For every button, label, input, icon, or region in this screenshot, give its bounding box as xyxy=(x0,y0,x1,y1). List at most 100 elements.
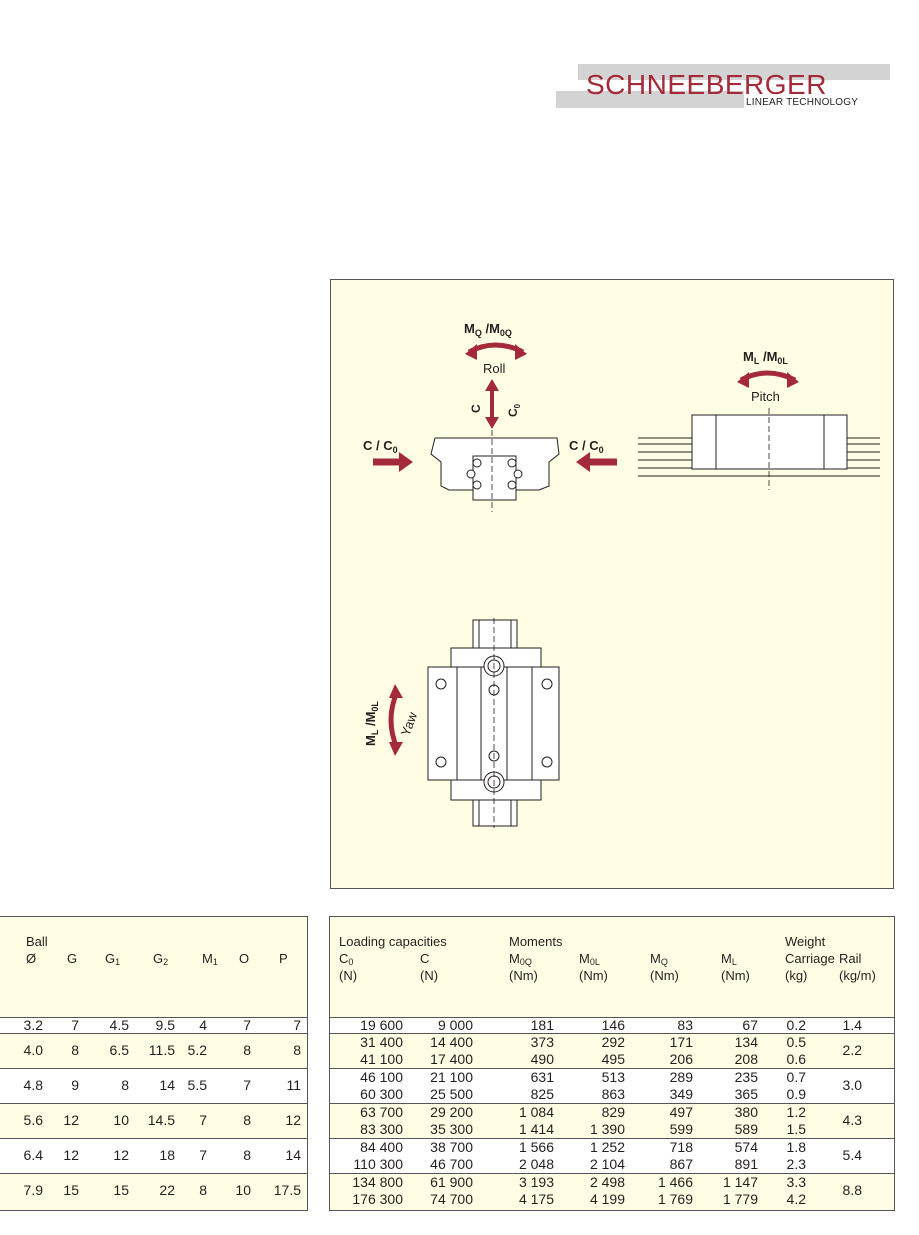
column-header: C0 xyxy=(339,951,354,967)
column-unit: (N) xyxy=(420,968,439,983)
table-cell: 1.2 xyxy=(786,1104,806,1120)
table-cell: 46 700 xyxy=(430,1156,473,1172)
header-ball: Ball xyxy=(26,934,48,949)
yaw-label: Yaw xyxy=(398,709,421,738)
table-cell: 46 100 xyxy=(360,1069,403,1085)
table-cell: 7 xyxy=(71,1017,79,1033)
table-cell: 17 400 xyxy=(430,1051,473,1067)
lateral-load-arrow-right xyxy=(576,452,617,472)
table-cell: 10 xyxy=(235,1182,251,1198)
header-loading-capacities: Loading capacities xyxy=(339,934,447,949)
table-cell: 83 300 xyxy=(360,1121,403,1137)
table-cell: 17.5 xyxy=(273,1182,301,1198)
table-cell: 15 xyxy=(63,1182,79,1198)
table-cell: 825 xyxy=(530,1086,554,1102)
column-unit: (Nm) xyxy=(579,968,608,983)
table-cell: 12 xyxy=(63,1147,79,1163)
table-cell: 5.6 xyxy=(23,1112,43,1128)
header-p: P xyxy=(279,951,288,966)
table-cell: 8 xyxy=(199,1182,207,1198)
column-unit: (Nm) xyxy=(650,968,679,983)
logo-tagline: LINEAR TECHNOLOGY xyxy=(746,97,859,108)
header-weight: Weight xyxy=(785,934,826,949)
table-cell: 497 xyxy=(669,1104,693,1120)
table-cell: 134 800 xyxy=(352,1174,403,1190)
column-unit: (N) xyxy=(339,968,358,983)
table-cell: 4.0 xyxy=(23,1042,43,1058)
table-cell: 8 xyxy=(293,1042,301,1058)
table-cell: 61 900 xyxy=(430,1174,473,1190)
pitch-moment-arrow xyxy=(737,370,799,388)
table-cell: 1 769 xyxy=(657,1191,693,1207)
table-cell: 6.5 xyxy=(109,1042,129,1058)
roll-label: Roll xyxy=(483,361,506,376)
table-cell: 134 xyxy=(734,1034,758,1050)
table-cell: 1 414 xyxy=(518,1121,554,1137)
table-cell: 2 498 xyxy=(589,1174,625,1190)
table-cell: 0.6 xyxy=(786,1051,806,1067)
table-cell: 4 199 xyxy=(589,1191,625,1207)
column-unit: (kg) xyxy=(785,968,808,983)
table-cell: 2 048 xyxy=(518,1156,554,1172)
schneeberger-logo: SCHNEEBERGER LINEAR TECHNOLOGY xyxy=(556,64,890,116)
header-m1: M1 xyxy=(202,951,218,967)
logo-wordmark: SCHNEEBERGER xyxy=(586,69,827,100)
table-cell: 5.2 xyxy=(187,1042,207,1058)
table-cell: 349 xyxy=(669,1086,693,1102)
table-cell: 146 xyxy=(601,1017,625,1033)
rail-weight-cell: 8.8 xyxy=(842,1182,862,1198)
table-row: 4.0 8 6.5 11.5 5.2 8 8 xyxy=(0,1033,307,1068)
pitch-label: Pitch xyxy=(751,389,780,404)
table-cell: 4 xyxy=(199,1017,207,1033)
table-cell: 5.5 xyxy=(187,1077,207,1093)
table-cell: 15 xyxy=(113,1182,129,1198)
table-cell: 7 xyxy=(199,1112,207,1128)
table-cell: 235 xyxy=(734,1069,758,1085)
vertical-load-c0-label: C0 xyxy=(506,403,522,417)
table-cell: 31 400 xyxy=(360,1034,403,1050)
header-ball-diameter: Ø xyxy=(26,951,37,966)
carriage-cross-section xyxy=(430,437,560,501)
table-cell: 631 xyxy=(530,1069,554,1085)
load-diagram-panel: MQ /M0Q Roll C C0 C / C0 C / C0 xyxy=(330,279,894,889)
table-cell: 718 xyxy=(669,1139,693,1155)
table-cell: 60 300 xyxy=(360,1086,403,1102)
table-cell: 8 xyxy=(243,1147,251,1163)
table-cell: 208 xyxy=(734,1051,758,1067)
column-header: Carriage xyxy=(785,951,835,966)
table-cell: 3 193 xyxy=(518,1174,554,1190)
table-cell: 891 xyxy=(734,1156,758,1172)
table-cell: 11.5 xyxy=(148,1042,175,1058)
table-cell: 35 300 xyxy=(430,1121,473,1137)
rail-weight-cell: 5.4 xyxy=(842,1147,862,1163)
header-o: O xyxy=(239,951,250,966)
table-cell: 8 xyxy=(71,1042,79,1058)
table-cell: 0.9 xyxy=(786,1086,806,1102)
logo-top-bar xyxy=(578,64,890,80)
table-cell: 2 104 xyxy=(589,1156,625,1172)
table-cell: 9 000 xyxy=(437,1017,473,1033)
table-cell: 12 xyxy=(113,1147,129,1163)
dimensions-table-header: Ball Ø G G1 G2 M1 O P xyxy=(0,917,307,1016)
table-cell: 867 xyxy=(669,1156,693,1172)
table-cell: 0.2 xyxy=(786,1017,806,1033)
table-cell: 599 xyxy=(669,1121,693,1137)
table-cell: 4.2 xyxy=(786,1191,806,1207)
table-cell: 206 xyxy=(669,1051,693,1067)
table-cell: 513 xyxy=(601,1069,625,1085)
table-cell: 84 400 xyxy=(360,1139,403,1155)
table-cell: 8 xyxy=(243,1042,251,1058)
table-cell: 289 xyxy=(669,1069,693,1085)
table-cell: 25 500 xyxy=(430,1086,473,1102)
table-cell: 10 xyxy=(113,1112,129,1128)
column-header: M0Q xyxy=(509,951,532,967)
table-cell: 63 700 xyxy=(360,1104,403,1120)
carriage-top-view xyxy=(427,619,560,827)
lateral-load-right-label: C / C0 xyxy=(569,438,604,455)
column-header: M0L xyxy=(579,951,600,967)
column-header: MQ xyxy=(650,951,668,967)
